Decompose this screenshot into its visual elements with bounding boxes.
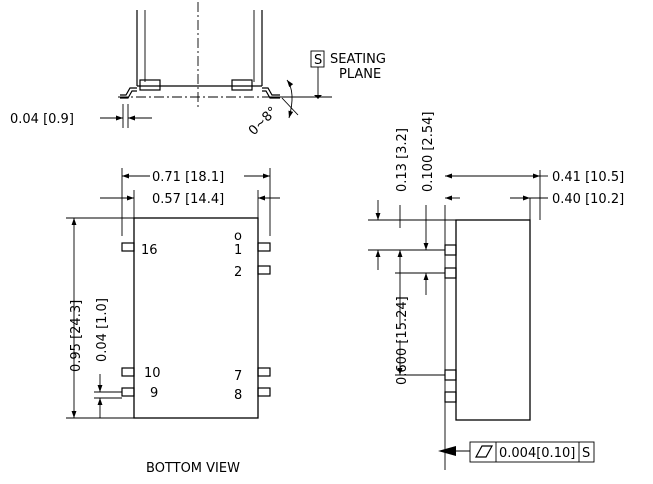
pin-width-dim: 0.04 [1.0] [95, 298, 110, 362]
row-span-dim: 0.600 [15.24] [395, 296, 410, 385]
end-pin-c [444, 369, 457, 381]
lead-thickness-dim: 0.04 [0.9] [10, 112, 74, 127]
pin-label-2: 2 [234, 265, 242, 280]
pin-label-8: 8 [234, 388, 242, 403]
overall-height-dim: 0.41 [10.5] [552, 170, 624, 185]
seating-datum-box [310, 50, 325, 68]
bottom-view-title: BOTTOM VIEW [146, 461, 240, 476]
pin-10 [121, 367, 135, 377]
end-pin-a [444, 244, 457, 256]
pin-label-7: 7 [234, 369, 242, 384]
pin-1 [257, 242, 271, 252]
pin-2 [257, 265, 271, 275]
pin-label-10: 10 [144, 366, 161, 381]
body-width-dim: 0.57 [14.4] [152, 192, 224, 207]
end-view: 0.41 [10.5] 0.40 [10.2] 0.13 [3.2] 0.100… [368, 112, 624, 470]
body-height-dim: 0.40 [10.2] [552, 192, 624, 207]
flatness-datum: S [582, 446, 590, 461]
pin-pitch-dim: 0.100 [2.54] [421, 112, 436, 192]
pin-offset-dim: 0.13 [3.2] [395, 128, 410, 192]
end-pin-b [444, 267, 457, 279]
flatness-icon [474, 445, 494, 458]
end-pin-d [444, 391, 457, 403]
seating-datum-letter: S [314, 53, 322, 68]
seating-plane-label-line2: PLANE [339, 67, 381, 82]
pin-16 [121, 242, 135, 252]
pin-8 [257, 387, 271, 397]
pin-7 [257, 367, 271, 377]
lead-angle-label: 0~8° [246, 104, 281, 139]
overall-length-dim: 0.95 [24.3] [69, 300, 84, 372]
overall-width-dim: 0.71 [18.1] [152, 170, 224, 185]
pin-9 [121, 387, 135, 397]
pin-1-marker: o [234, 229, 242, 244]
pin-label-1: 1 [234, 243, 242, 258]
flatness-frame [469, 441, 595, 463]
bottom-view: 0.71 [18.1] 0.57 [14.4] 0.95 [24.3] 0.04… [66, 168, 280, 476]
pin-label-9: 9 [150, 386, 158, 401]
pin-label-16: 16 [141, 243, 158, 258]
flatness-value: 0.004[0.10] [499, 446, 575, 461]
seating-plane-label-line1: SEATING [330, 52, 386, 67]
side-view: S SEATING PLANE 0~8° 0.04 [0.9] [10, 2, 386, 139]
